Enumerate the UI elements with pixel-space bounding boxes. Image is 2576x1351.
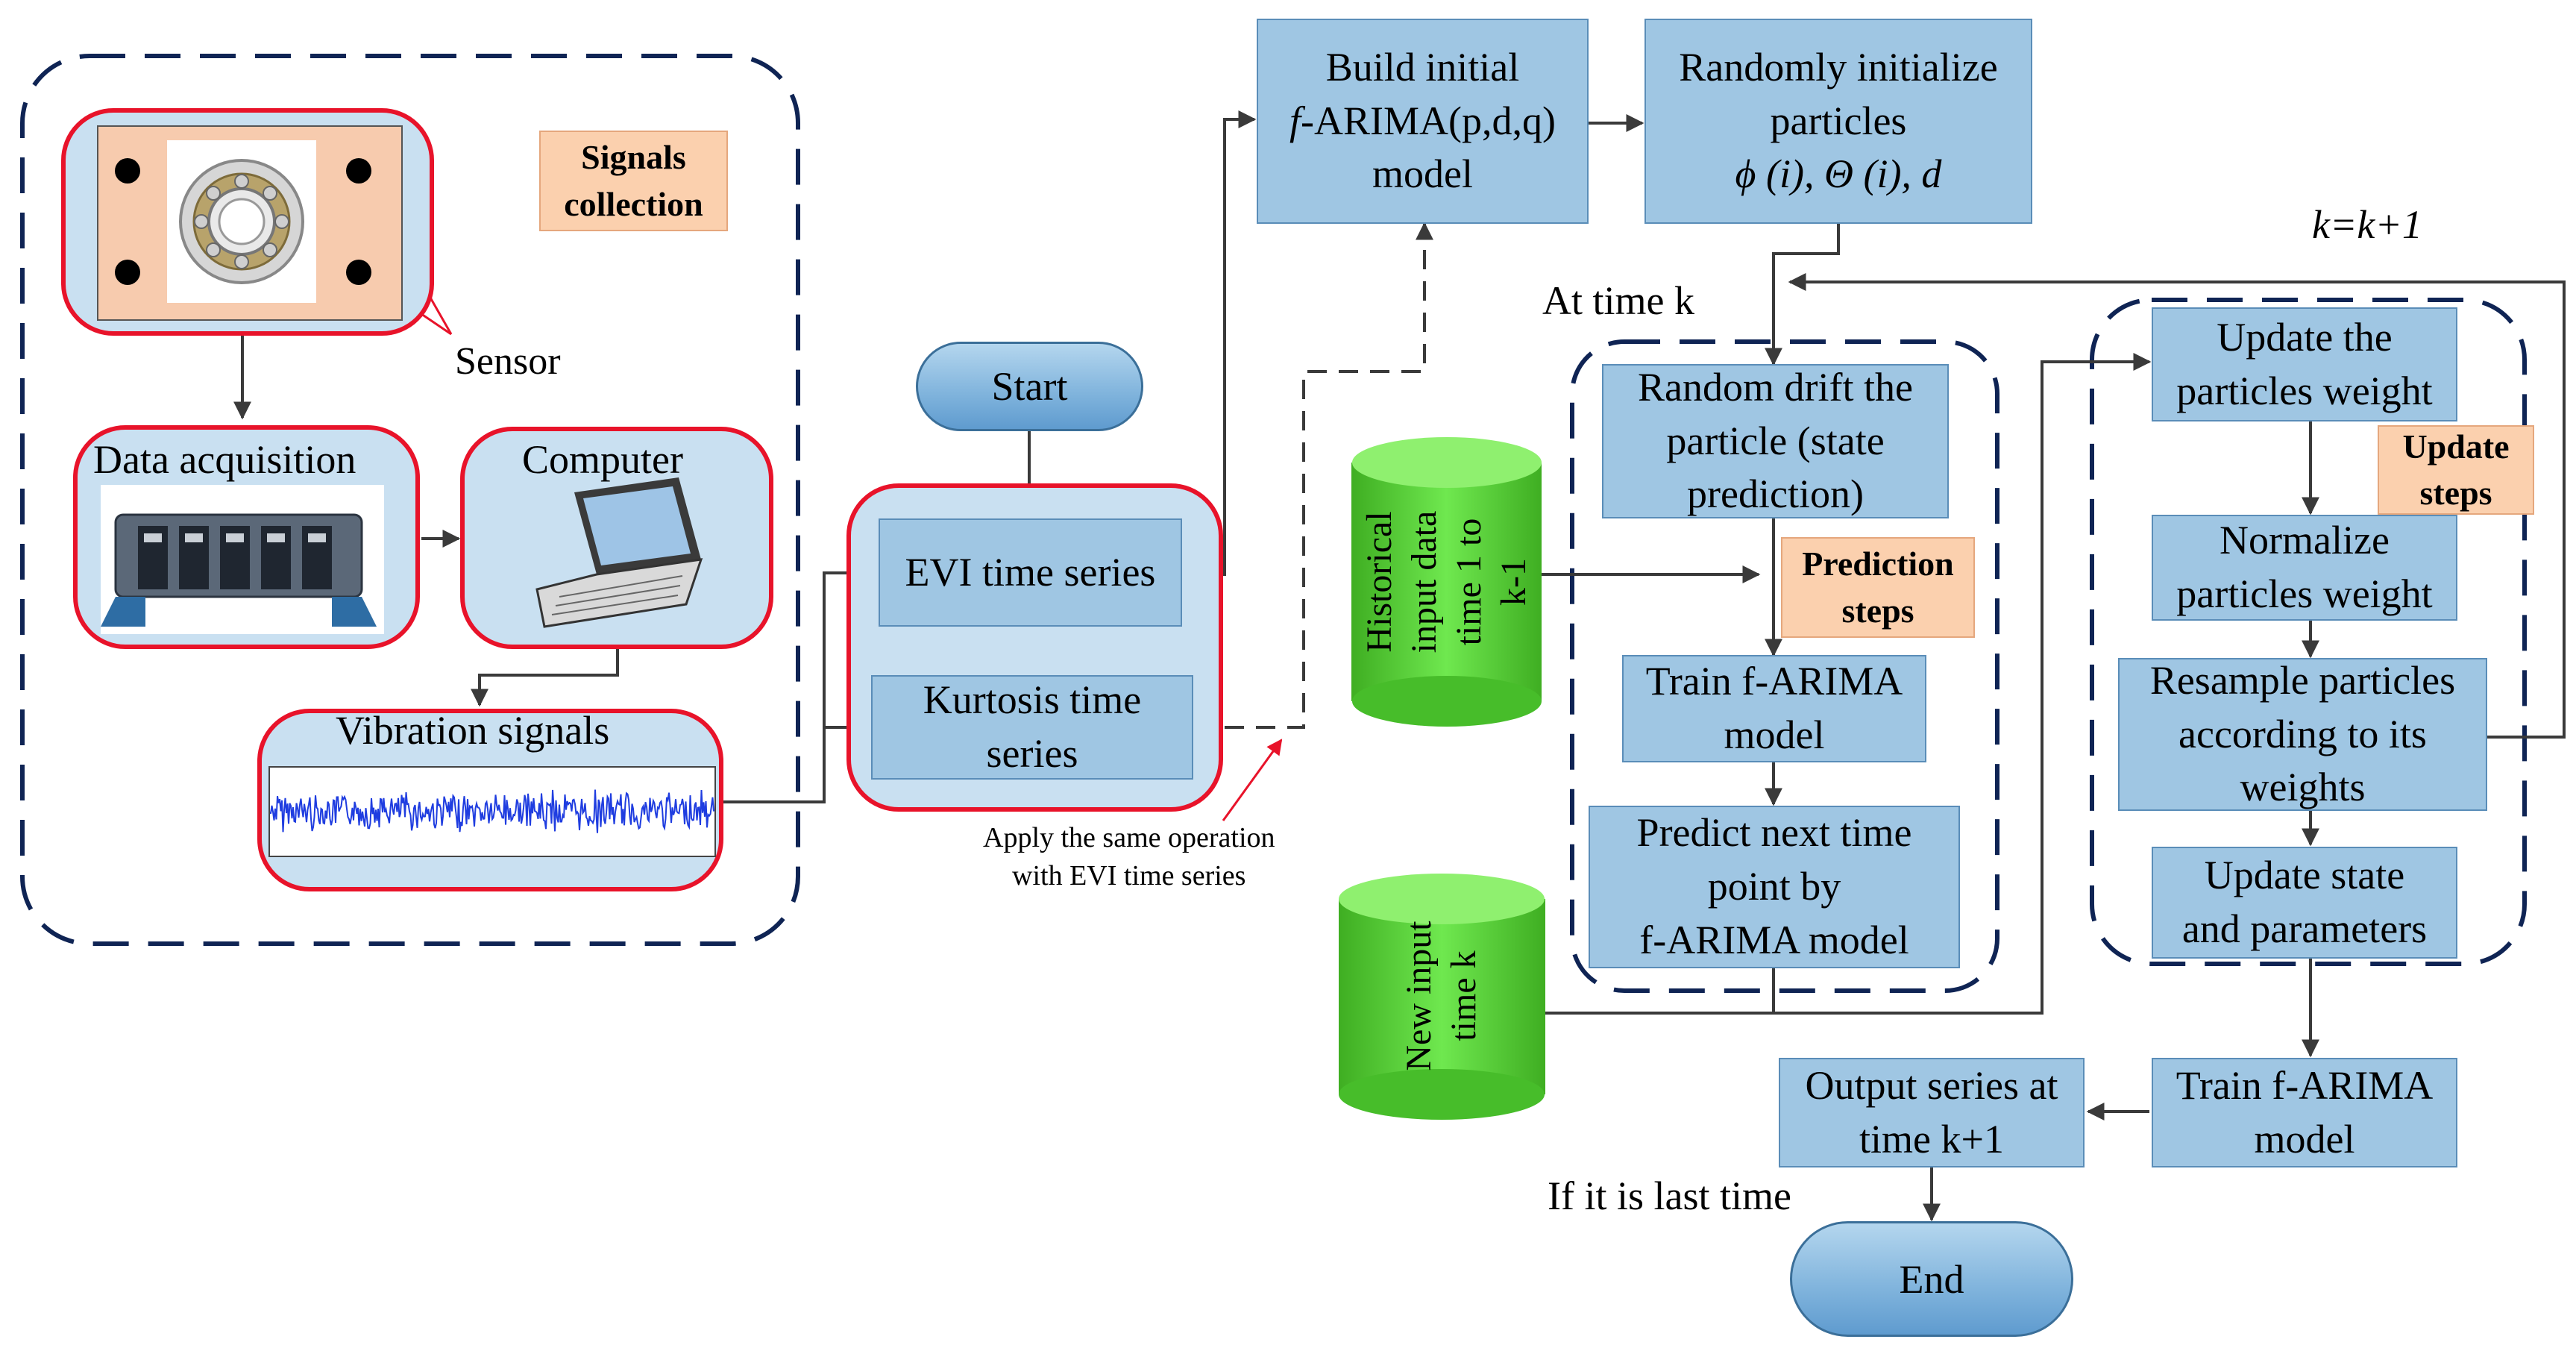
kurtosis-time-series: Kurtosis time series <box>871 675 1193 780</box>
bearing-icon <box>167 140 316 303</box>
historical-line2: input data <box>1404 510 1444 653</box>
output-line2: time k+1 <box>1859 1116 2004 1162</box>
sensor-label: Sensor <box>455 340 561 383</box>
init-particles-line2: particles <box>1770 98 1907 143</box>
end-terminal: End <box>1790 1221 2073 1337</box>
output-line1: Output series at <box>1805 1062 2058 1108</box>
vibration-waveform <box>269 789 714 833</box>
apply-note: Apply the same operation with EVI time s… <box>983 819 1275 896</box>
build-model-line1: Build initial <box>1325 44 1520 90</box>
evi-time-series: EVI time series <box>879 518 1182 627</box>
prediction-steps-line2: steps <box>1841 591 1914 630</box>
end-label: End <box>1899 1256 1964 1302</box>
apply-note-line1: Apply the same operation <box>983 822 1275 853</box>
resample-box: Resample particles according to its weig… <box>2118 658 2487 811</box>
init-particles-line3: ϕ (i), Θ (i), d <box>1735 151 1942 197</box>
predict-next-box: Predict next time point by f-ARIMA model <box>1589 806 1960 968</box>
drift-line2: particle (state <box>1666 418 1885 463</box>
train-farima-box: Train f-ARIMA model <box>1622 655 1926 762</box>
output-series-box: Output series at time k+1 <box>1779 1058 2085 1167</box>
laptop-icon <box>515 477 723 634</box>
update-state-box: Update state and parameters <box>2152 847 2457 959</box>
apply-note-line2: with EVI time series <box>1012 860 1246 892</box>
kurtosis-line1: Kurtosis time <box>923 677 1142 723</box>
daq-device-image <box>101 485 384 634</box>
prediction-steps-group <box>1570 339 1999 993</box>
weight-line1: Update the <box>2217 314 2393 360</box>
sensor-dot-4 <box>346 260 371 285</box>
signals-collection-label: Signals collection <box>539 131 728 231</box>
arrow-computer-to-vibration <box>471 649 619 707</box>
predict-line3: f-ARIMA model <box>1639 917 1909 962</box>
train-line2: model <box>1724 712 1825 757</box>
update-weight-box: Update the particles weight <box>2152 307 2457 421</box>
start-terminal: Start <box>916 342 1143 431</box>
drift-line3: prediction) <box>1687 471 1864 517</box>
signals-collection-line2: collection <box>564 184 703 223</box>
arrow-newinput-to-update <box>1545 353 2152 1015</box>
at-time-k-label: At time k <box>1542 278 1694 323</box>
new-input-line2: time k <box>1444 950 1483 1041</box>
build-model-line2: f-ARIMA(p,d,q) <box>1289 95 1556 148</box>
last-time-label: If it is last time <box>1548 1173 1791 1218</box>
new-input-cylinder <box>1339 874 1545 1120</box>
update-steps-group <box>2090 298 2527 966</box>
predict-line2: point by <box>1707 864 1841 909</box>
drift-line1: Random drift the <box>1638 364 1913 410</box>
update-steps-label: Update steps <box>2378 425 2534 515</box>
build-model-box: Build initial f-ARIMA(p,d,q) model <box>1257 19 1589 224</box>
update-steps-line2: steps <box>2419 474 2492 512</box>
build-model-arima: -ARIMA(p,d,q) <box>1301 98 1556 143</box>
state-line2: and parameters <box>2181 906 2428 951</box>
init-particles-box: Randomly initialize particles ϕ (i), Θ (… <box>1644 19 2032 224</box>
prediction-steps-label: Prediction steps <box>1781 537 1975 638</box>
arrow-loop-back <box>1788 273 2566 739</box>
arrow-init-to-drift <box>1765 224 1840 366</box>
signals-collection-group <box>20 54 800 946</box>
train-final-line2: model <box>2254 1116 2355 1162</box>
bearing-photo <box>97 125 403 321</box>
train-final-box: Train f-ARIMA model <box>2152 1058 2457 1167</box>
sensor-dot-1 <box>115 158 140 184</box>
build-model-line3: model <box>1372 151 1473 197</box>
arrow-kurtosis-dashed-to-build <box>1193 222 1433 729</box>
new-input-label: New input time k <box>1393 906 1490 1085</box>
resample-line3: weights <box>2240 765 2366 810</box>
vibration-signals-label: Vibration signals <box>336 708 610 753</box>
vibration-plot <box>268 766 716 857</box>
init-particles-line1: Randomly initialize <box>1679 44 1998 90</box>
computer-label: Computer <box>522 437 683 482</box>
weight-line2: particles weight <box>2176 368 2433 413</box>
resample-line2: according to its <box>2178 711 2427 756</box>
train-line1: Train f-ARIMA <box>1645 659 1903 704</box>
data-acquisition-label: Data acquisition <box>93 437 356 482</box>
historical-line3: time 1 to <box>1449 518 1489 646</box>
historical-line4: k-1 <box>1494 558 1533 606</box>
normalize-box: Normalize particles weight <box>2152 515 2457 621</box>
build-model-f: f <box>1289 98 1301 143</box>
historical-data-label: Historical input data time 1 to k-1 <box>1360 463 1533 701</box>
predict-line1: Predict next time <box>1636 810 1912 856</box>
new-input-line1: New input <box>1399 921 1439 1071</box>
signals-collection-line1: Signals <box>581 138 686 177</box>
historical-line1: Historical <box>1360 511 1399 653</box>
prediction-steps-line1: Prediction <box>1802 545 1954 583</box>
start-label: Start <box>991 364 1068 409</box>
historical-data-cylinder <box>1351 437 1542 727</box>
update-steps-line1: Update <box>2402 427 2510 466</box>
sensor-dot-2 <box>115 260 140 285</box>
normalize-line1: Normalize <box>2220 518 2390 563</box>
resample-line1: Resample particles <box>2149 657 2456 703</box>
kurtosis-line2: series <box>986 731 1078 776</box>
state-line1: Update state <box>2204 853 2405 898</box>
arrow-apply-note <box>1222 739 1283 821</box>
normalize-line2: particles weight <box>2176 571 2433 616</box>
sensor-dot-3 <box>346 158 371 184</box>
k-update-label: k=k+1 <box>2312 202 2422 247</box>
evi-label: EVI time series <box>905 549 1156 595</box>
train-final-line1: Train f-ARIMA <box>2176 1062 2434 1108</box>
random-drift-box: Random drift the particle (state predict… <box>1602 364 1949 518</box>
